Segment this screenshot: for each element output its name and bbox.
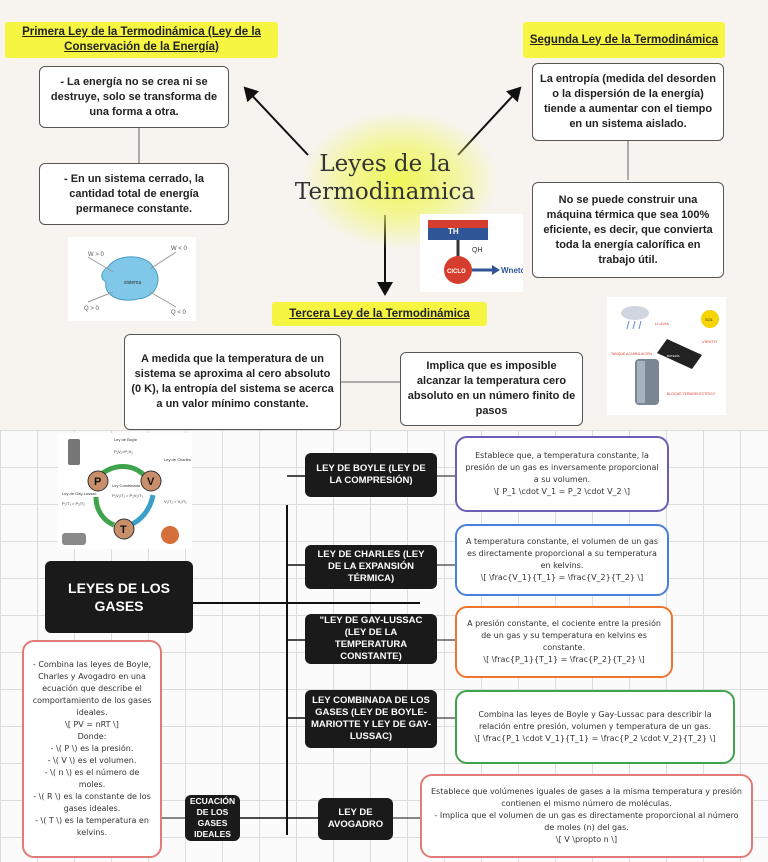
svg-text:Ley de Charles: Ley de Charles [164,457,191,462]
ideal-gas-line-5: - \( V \) es el volumen. [47,756,137,765]
gay-lussac-law-node: "LEY DE GAY-LUSSAC (LEY DE LA TEMPERATUR… [305,614,437,664]
charles-law-card: A temperatura constante, el volumen de u… [455,524,669,596]
svg-text:Ley de Gay-Lussac: Ley de Gay-Lussac [62,491,96,496]
combined-law-description: Combina las leyes de Boyle y Gay-Lussac … [478,710,712,731]
avogadro-law-implication: - Implica que el volumen de un gas es di… [434,811,739,832]
svg-text:sistema: sistema [124,280,141,286]
charles-law-formula: \[ \frac{V_1}{T_1} = \frac{V_2}{T_2} \] [480,573,644,582]
ideal-gas-line-6: - \( n \) es el número de moles. [44,768,140,789]
first-law-point-1: - La energía no se crea ni se destruye, … [39,66,229,128]
heat-engine-illustration: TH QH CICLO Wneto [420,214,526,292]
svg-text:Q > 0: Q > 0 [84,306,100,312]
combined-law-formula: \[ \frac{P_1 \cdot V_1}{T_1} = \frac{P_2… [474,734,716,743]
third-law-point-1: A medida que la temperatura de un sistem… [124,334,341,430]
ideal-gas-node: ECUACIÓN DE LOS GASES IDEALES [185,795,240,841]
solar-system-illustration: LLUVIA SOL VIENTO BATERÍA TANQUE ACUMULA… [607,297,726,415]
combined-law-card: Combina las leyes de Boyle y Gay-Lussac … [455,690,735,764]
boyle-law-description: Establece que, a temperatura constante, … [465,451,659,484]
ideal-gas-card: - Combina las leyes de Boyle, Charles y … [22,640,162,858]
second-law-point-2: No se puede construir una máquina térmic… [532,182,724,278]
svg-text:W > 0: W > 0 [88,252,105,258]
svg-text:SOL: SOL [705,317,714,322]
gas-laws-cycle-illustration: P V T Ley de Boyle P₁V₁=P₂V₂ Ley de Gay-… [58,433,192,549]
svg-text:P₁V₁/T₁ = P₂V₂/T₂: P₁V₁/T₁ = P₂V₂/T₂ [112,493,143,498]
avogadro-law-formula: \[ V \propto n \] [555,835,618,844]
avogadro-law-card: Establece que volúmenes iguales de gases… [420,774,753,858]
svg-text:V: V [147,476,155,488]
charles-law-description: A temperatura constante, el volumen de u… [465,537,659,570]
gas-laws-main-node: LEYES DE LOS GASES [45,561,193,633]
svg-text:P: P [94,476,101,488]
ideal-gas-line-1: - Combina las leyes de Boyle, Charles y … [32,660,152,717]
first-law-point-2: - En un sistema cerrado, la cantidad tot… [39,163,229,225]
ideal-gas-line-7: - \( R \) es la constante de los gases i… [33,792,151,813]
ideal-gas-line-4: - \( P \) es la presión. [50,744,134,753]
svg-text:W < 0: W < 0 [171,246,188,252]
svg-text:TH: TH [448,227,459,236]
system-energy-illustration: W > 0 W < 0 Q > 0 Q < 0 sistema [68,237,196,321]
boyle-law-node: LEY DE BOYLE (LEY DE LA COMPRESIÓN) [305,453,437,497]
svg-text:V₁/T₁ = V₂/T₂: V₁/T₁ = V₂/T₂ [164,499,187,504]
gay-lussac-law-card: A presión constante, el cociente entre l… [455,606,673,678]
page-title: Leyes de la Termodinamica [294,151,476,205]
avogadro-law-node: LEY DE AVOGADRO [318,798,393,840]
svg-text:T: T [120,524,127,536]
avogadro-law-description: Establece que volúmenes iguales de gases… [430,787,743,808]
third-law-heading: Tercera Ley de la Termodinámica [272,302,487,326]
first-law-heading: Primera Ley de la Termodinámica (Ley de … [5,22,278,58]
svg-text:CICLO: CICLO [447,269,466,275]
svg-text:Q < 0: Q < 0 [171,310,187,316]
svg-text:BLOQUE TERMOELÉCTRICO: BLOQUE TERMOELÉCTRICO [667,391,715,396]
charles-law-node: LEY DE CHARLES (LEY DE LA EXPANSIÓN TÉRM… [305,545,437,589]
combined-law-node: LEY COMBINADA DE LOS GASES (LEY DE BOYLE… [305,690,437,748]
svg-text:Ley Combinada: Ley Combinada [112,483,141,488]
svg-text:BATERÍA: BATERÍA [667,354,680,358]
svg-text:P₁V₁=P₂V₂: P₁V₁=P₂V₂ [114,449,133,454]
third-law-point-2: Implica que es imposible alcanzar la tem… [400,352,583,426]
boyle-law-card: Establece que, a temperatura constante, … [455,436,669,512]
gay-lussac-law-description: A presión constante, el cociente entre l… [467,619,661,652]
second-law-heading: Segunda Ley de la Termodinámica [523,22,725,58]
svg-text:TANQUE ACUMULACIÓN: TANQUE ACUMULACIÓN [611,351,652,356]
svg-text:Ley de Boyle: Ley de Boyle [114,437,138,442]
ideal-gas-line-8: - \( T \) es la temperatura en kelvins. [35,816,149,837]
gay-lussac-law-formula: \[ \frac{P_1}{T_1} = \frac{P_2}{T_2} \] [483,655,645,664]
second-law-point-1: La entropía (medida del desorden o la di… [532,63,724,141]
svg-text:P₁/T₁ = P₂/T₂: P₁/T₁ = P₂/T₂ [62,501,85,506]
svg-text:Wneto: Wneto [501,266,523,275]
svg-text:VIENTO: VIENTO [702,339,717,344]
svg-text:QH: QH [472,247,483,254]
svg-text:LLUVIA: LLUVIA [655,321,669,326]
ideal-gas-line-2: \[ PV = nRT \] [65,720,119,729]
ideal-gas-line-3: Donde: [77,732,107,741]
boyle-law-formula: \[ P_1 \cdot V_1 = P_2 \cdot V_2 \] [493,487,631,496]
